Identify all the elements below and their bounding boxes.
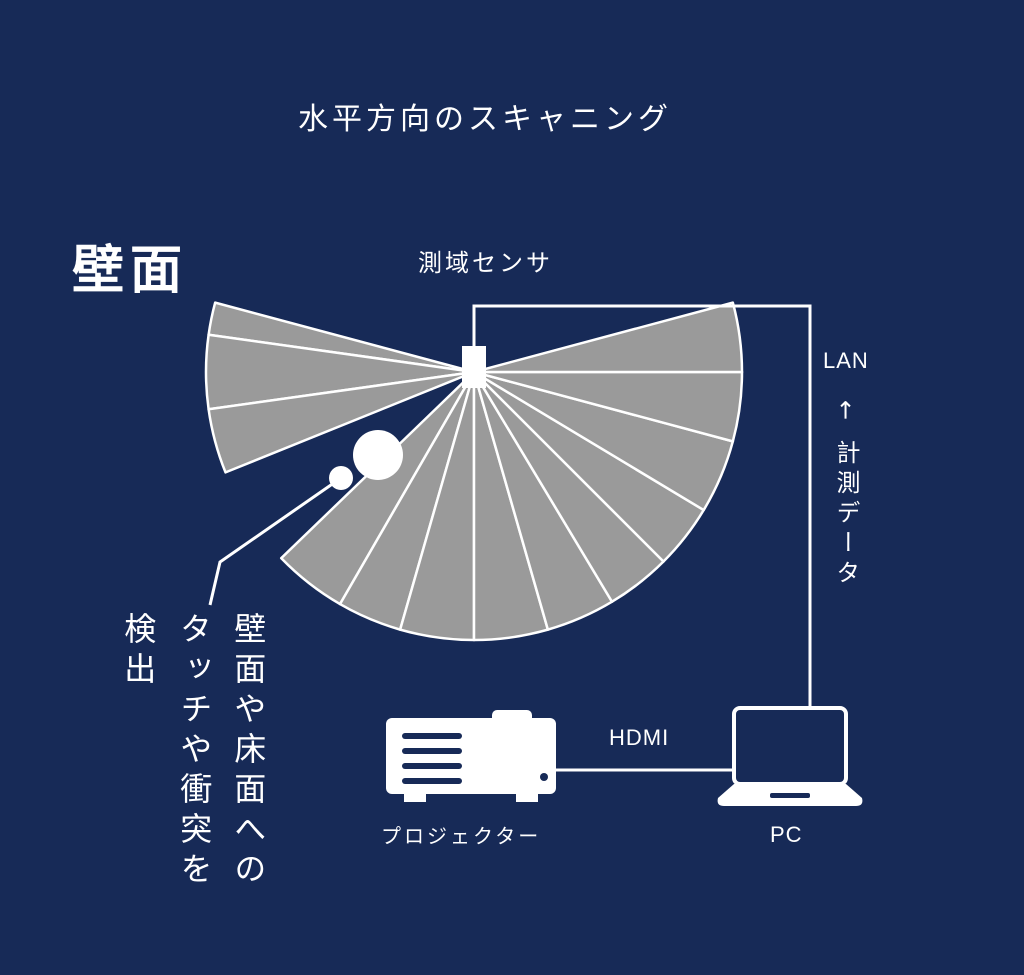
detection-leader-line: [208, 476, 342, 606]
scan-fan: [204, 301, 744, 642]
detected-object-large: [353, 430, 403, 480]
lan-cable: [472, 304, 812, 708]
page-title: 水平方向のスキャニング: [298, 102, 672, 137]
projector-icon: [386, 710, 556, 802]
projector-label: プロジェクター: [381, 824, 542, 848]
scan-segment-left-3: [207, 370, 476, 474]
lan-label: LAN: [823, 348, 869, 373]
measurement-data-label: ← 計測データ: [832, 400, 860, 590]
sensor-label: 測域センサ: [418, 249, 553, 277]
detection-text-col3: 検出: [119, 612, 158, 692]
scan-segment-right-10: [472, 301, 744, 374]
pc-label: PC: [770, 822, 803, 847]
detection-text-col2: タッチや衝突を: [175, 612, 214, 892]
range-sensor-icon: [462, 346, 486, 388]
detection-text-col1: 壁面や床面への: [229, 612, 268, 892]
laptop-icon: [717, 706, 863, 806]
section-label-wall: 壁面: [72, 241, 189, 301]
hdmi-label: HDMI: [609, 725, 670, 750]
